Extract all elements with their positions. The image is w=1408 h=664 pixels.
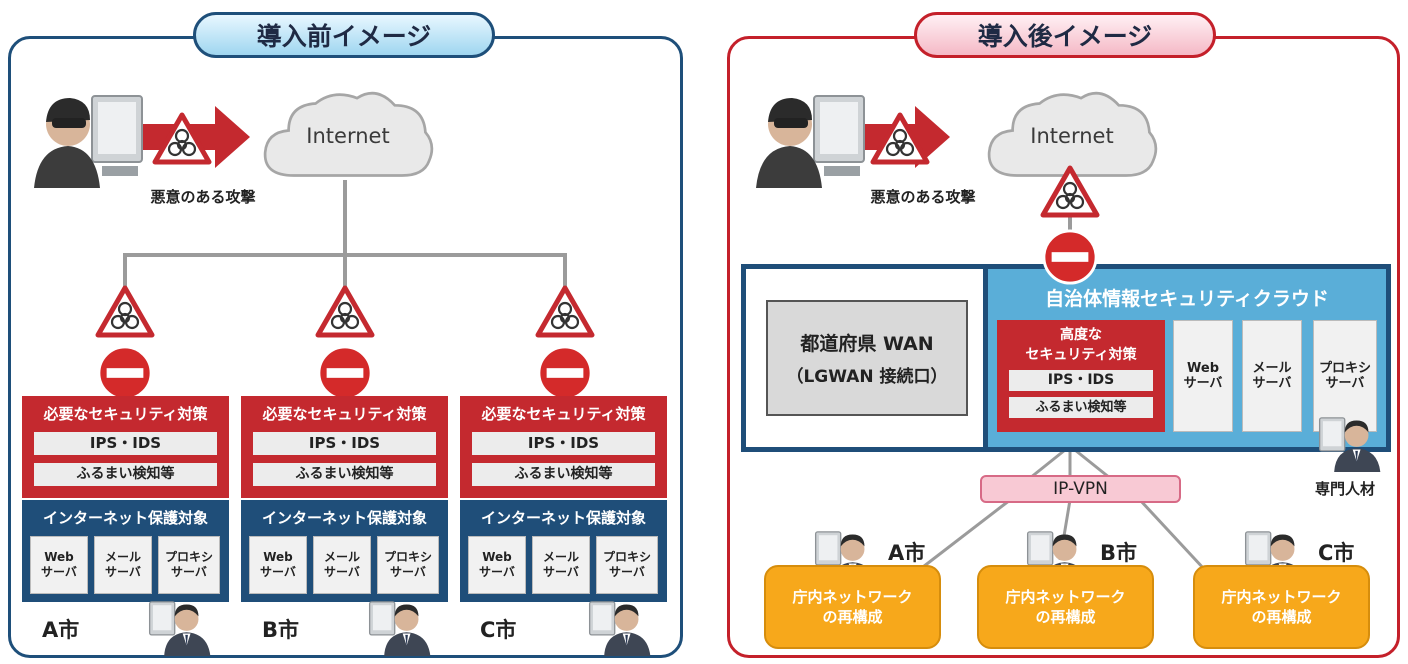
advanced-security-box: 高度な セキュリティ対策 IPS・IDS ふるまい検知等 [997,320,1165,432]
advanced-title: 高度な [1060,327,1102,343]
ips-ids-item: IPS・IDS [253,432,436,455]
behavior-detection-item: ふるまい検知等 [472,463,655,486]
ips-ids-item: IPS・IDS [472,432,655,455]
biohazard-icon [315,285,375,339]
mail-server: メール サーバ [313,536,371,594]
web-server: Web サーバ [30,536,88,594]
internet-label: Internet [306,124,390,148]
advanced-subtitle: セキュリティ対策 [1025,347,1137,363]
wan-subtitle: （LGWAN 接続口） [786,367,948,387]
protected-title: インターネット保護対象 [261,509,427,527]
biohazard-icon [152,112,212,166]
attack-label: 悪意のある攻撃 [150,188,256,206]
mail-server: メール サーバ [1242,320,1302,432]
hacker-icon [752,88,872,188]
protected-title: インターネット保護対象 [42,509,208,527]
city-label: A市 [42,618,80,642]
city-label: B市 [1100,541,1138,565]
biohazard-icon [535,285,595,339]
network-rebuild-box: 庁内ネットワーク の再構成 [764,565,941,649]
behavior-detection-item: ふるまい検知等 [253,463,436,486]
city-label: A市 [888,541,926,565]
web-server: Web サーバ [249,536,307,594]
security-box: 必要なセキュリティ対策 IPS・IDS ふるまい検知等 [241,396,448,498]
city-label: B市 [262,618,300,642]
network-rebuild-box: 庁内ネットワーク の再構成 [977,565,1154,649]
attack-label: 悪意のある攻撃 [870,188,976,206]
protected-box: インターネット保護対象 Web サーバ メール サーバ プロキシ サーバ [460,500,667,602]
protected-box: インターネット保護対象 Web サーバ メール サーバ プロキシ サーバ [22,500,229,602]
wan-box: 都道府県 WAN （LGWAN 接続口） [766,300,968,416]
protected-title: インターネット保護対象 [480,509,646,527]
proxy-server: プロキシ サーバ [377,536,439,594]
staff-icon [584,590,656,656]
behavior-detection-item: ふるまい検知等 [34,463,217,486]
protected-box: インターネット保護対象 Web サーバ メール サーバ プロキシ サーバ [241,500,448,602]
after-title: 導入後イメージ [914,12,1216,58]
city-label: C市 [480,618,517,642]
security-cloud-title: 自治体情報セキュリティクラウド [1045,288,1329,310]
proxy-server: プロキシ サーバ [596,536,658,594]
network-rebuild-box: 庁内ネットワーク の再構成 [1193,565,1370,649]
proxy-server: プロキシ サーバ [158,536,220,594]
biohazard-icon [95,285,155,339]
block-icon [1041,228,1099,286]
internet-label: Internet [1030,124,1114,148]
block-icon [316,344,374,402]
security-title: 必要なセキュリティ対策 [481,405,646,423]
ips-ids-item: IPS・IDS [34,432,217,455]
hacker-icon [30,88,150,188]
staff-icon [144,590,216,656]
ip-vpn-label: IP-VPN [980,475,1181,503]
before-title: 導入前イメージ [193,12,495,58]
behavior-detection-item: ふるまい検知等 [1009,397,1153,418]
ips-ids-item: IPS・IDS [1009,370,1153,391]
web-server: Web サーバ [1173,320,1233,432]
security-title: 必要なセキュリティ対策 [43,405,208,423]
web-server: Web サーバ [468,536,526,594]
biohazard-icon [870,112,930,166]
biohazard-icon [1040,165,1100,219]
block-icon [96,344,154,402]
mail-server: メール サーバ [532,536,590,594]
staff-icon [364,590,436,656]
proxy-server: プロキシ サーバ [1313,320,1377,432]
block-icon [536,344,594,402]
security-box: 必要なセキュリティ対策 IPS・IDS ふるまい検知等 [460,396,667,498]
city-label: C市 [1318,541,1355,565]
security-box: 必要なセキュリティ対策 IPS・IDS ふるまい検知等 [22,396,229,498]
wan-title: 都道府県 WAN [800,333,934,355]
mail-server: メール サーバ [94,536,152,594]
security-title: 必要なセキュリティ対策 [262,405,427,423]
specialist-label: 専門人材 [1314,480,1375,498]
specialist-icon [1314,406,1386,472]
